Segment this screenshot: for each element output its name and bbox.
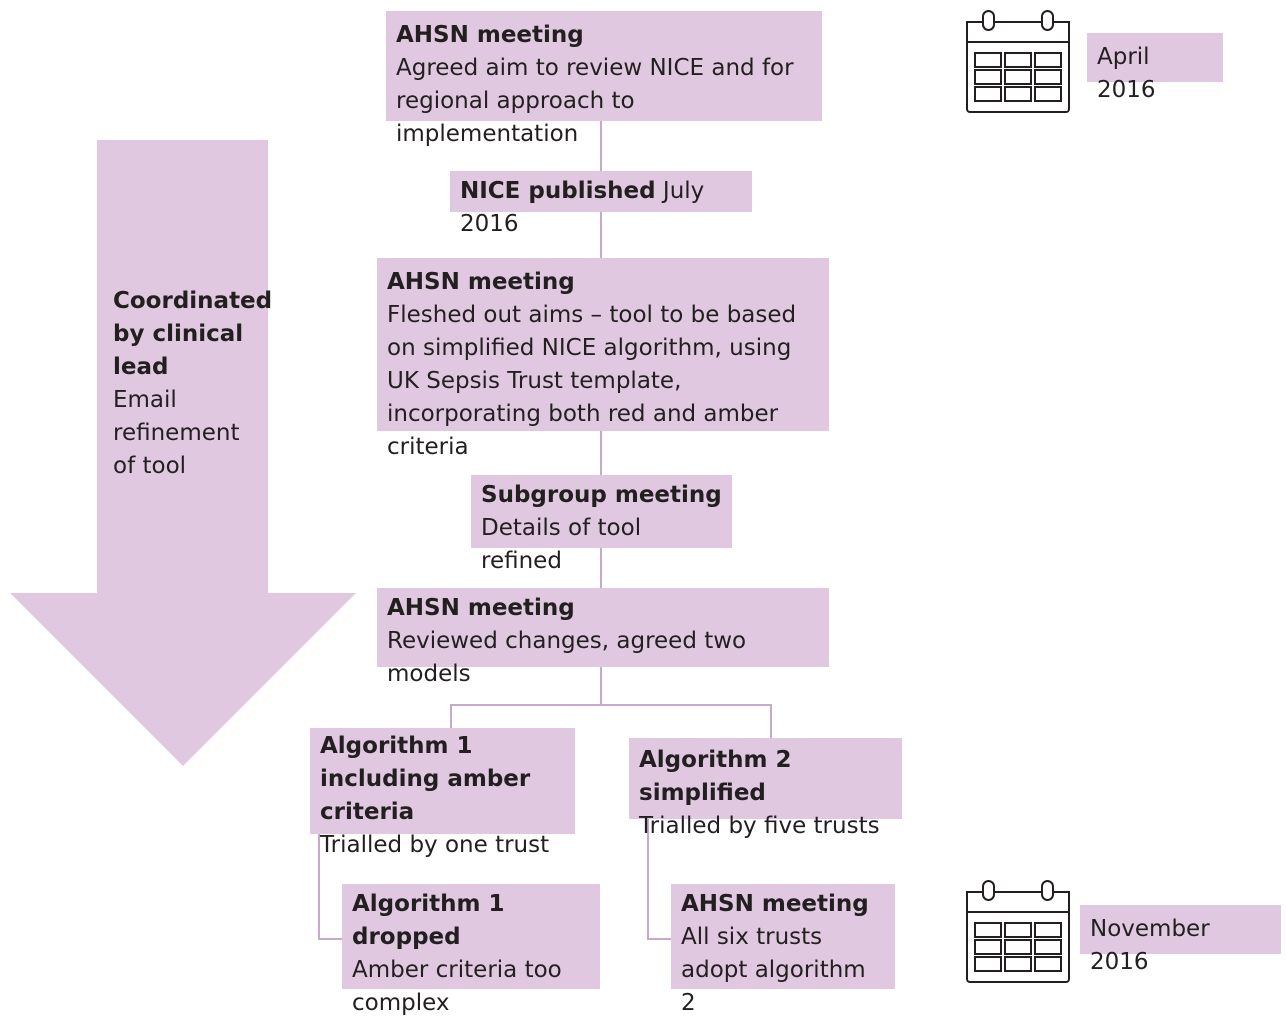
step-title: Algorithm 1 including amber criteria [320,733,531,825]
step-title: NICE published [460,178,656,204]
step-title: AHSN meeting [387,269,575,295]
step-desc: July 2016 [460,178,705,237]
start-date-label: April 2016 [1087,33,1223,103]
step-ahsn-meeting-4: AHSN meeting All six trusts adopt algori… [671,884,895,1016]
step-title: Algorithm 1 dropped [352,891,505,950]
step-nice-published: NICE published July 2016 [450,171,752,237]
step-title: Subgroup meeting [481,482,722,508]
arrow-label: Coordinated by clinical lead Email refin… [113,285,273,483]
connector [600,431,602,475]
step-algorithm-1-dropped: Algorithm 1 dropped Amber criteria too c… [342,884,600,1016]
connector [770,704,772,738]
connector [318,938,342,940]
timeline-down-arrow [10,140,356,766]
step-desc: Details of tool refined [481,515,642,574]
step-desc: Fleshed out aims – tool to be based on s… [387,302,797,460]
connector [647,938,671,940]
step-desc: Reviewed changes, agreed two models [387,628,747,687]
step-desc: Agreed aim to review NICE and for region… [396,55,794,147]
step-desc: Trialled by one trust [320,832,550,858]
connector [600,667,602,705]
step-title: Algorithm 2 simplified [639,747,792,806]
step-ahsn-meeting-1: AHSN meeting Agreed aim to review NICE a… [386,11,822,147]
connector [318,834,320,940]
step-subgroup-meeting: Subgroup meeting Details of tool refined [471,475,732,574]
step-title: AHSN meeting [396,22,584,48]
step-desc: Trialled by five trusts [639,813,880,839]
start-date: April 2016 [1097,44,1156,103]
connector [450,704,452,728]
step-algorithm-2: Algorithm 2 simplified Trialled by five … [629,738,902,839]
connector [647,819,649,940]
end-date: November 2016 [1090,916,1210,975]
step-desc: Amber criteria too complex [352,957,562,1016]
connector [600,121,602,171]
step-algorithm-1: Algorithm 1 including amber criteria Tri… [310,728,575,858]
calendar-icon [966,880,1070,983]
step-title: AHSN meeting [387,595,575,621]
end-date-label: November 2016 [1080,905,1281,975]
step-ahsn-meeting-3: AHSN meeting Reviewed changes, agreed tw… [377,588,829,687]
step-title: AHSN meeting [681,891,869,917]
arrow-title: Coordinated by clinical lead [113,288,273,380]
connector [600,212,602,258]
connector [450,704,772,706]
step-desc: All six trusts adopt algorithm 2 [681,924,866,1016]
calendar-icon [966,10,1070,113]
connector [600,548,602,588]
arrow-desc: Email refinement of tool [113,387,240,479]
step-ahsn-meeting-2: AHSN meeting Fleshed out aims – tool to … [377,258,829,460]
